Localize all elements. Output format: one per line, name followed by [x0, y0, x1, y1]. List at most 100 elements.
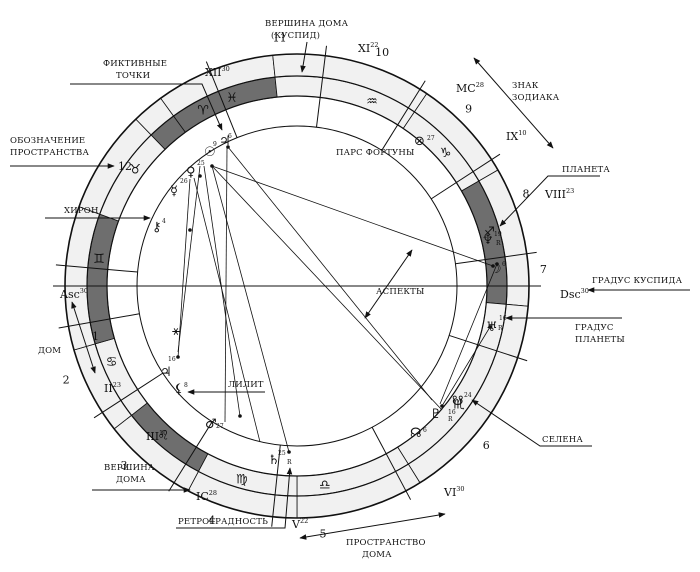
part-of-fortune-label: ПАРС ФОРТУНЫ	[336, 148, 415, 158]
cusp-line	[381, 80, 426, 151]
planet-degree: 6	[423, 427, 427, 434]
planet-degree: 6	[228, 133, 232, 140]
pluto-icon: ♇	[430, 407, 442, 422]
cusp-line	[430, 153, 501, 200]
sun-icon: ☉	[204, 145, 216, 160]
mercury-icon: ☿	[170, 184, 178, 199]
pisces-icon: ♓	[226, 91, 238, 106]
arrow	[176, 467, 293, 529]
cusp-label: VI30	[443, 485, 465, 499]
selena-label: СЕЛЕНА	[542, 435, 583, 445]
aspect-line	[224, 147, 228, 423]
cusp-top-label: ВЕРШИНА ДОМА	[265, 19, 349, 29]
zodiac-span-arrow	[473, 57, 554, 149]
planet-glyphs: ☉ 9 ♃ 6 ♀ 25 ☿ 26 ⚷ 4 ♂ 27 ♄ 25 R ♇ 16 R…	[152, 133, 507, 468]
house-space-label-2: ДОМА	[362, 550, 392, 560]
cusp-degree-label: ГРАДУС КУСПИДА	[592, 276, 683, 286]
aspect-line	[211, 165, 290, 453]
cusp-line	[371, 427, 412, 500]
planet-degree: 24	[464, 392, 472, 399]
planet-degree: 16	[448, 409, 456, 416]
aries-icon: ♈	[197, 103, 209, 118]
selena-icon: ☊	[410, 426, 422, 441]
aspect-line	[441, 326, 491, 407]
house-space-arrow	[299, 512, 446, 540]
retrograde-mark: R	[448, 416, 453, 423]
cusp-line	[168, 421, 213, 492]
cusp-label: Dsc30	[560, 287, 589, 301]
planet-degree: 16	[168, 356, 176, 363]
arrow	[471, 399, 592, 447]
planet-degree: 9	[213, 141, 217, 148]
house-number: 4	[208, 514, 215, 527]
cusp-lines	[53, 45, 541, 527]
gemini-icon: ♊	[93, 252, 105, 267]
house-number: 11	[273, 32, 287, 45]
house-cusp-bottom-label-2: ДОМА	[116, 475, 146, 485]
aspect-line	[177, 178, 191, 359]
libra-icon: ♎	[319, 478, 331, 493]
chiron-label: ХИРОН	[64, 206, 99, 216]
cusp-label: MC28	[456, 81, 484, 95]
scorpio-icon: ♏	[453, 398, 465, 413]
cusp-line	[449, 334, 528, 362]
planet-label: ПЛАНЕТА	[562, 165, 610, 175]
house-number: 9	[465, 102, 472, 115]
space-label: ОБОЗНАЧЕНИЕ	[10, 136, 85, 146]
sagittarius-icon: ♐	[483, 225, 495, 240]
retrograde-mark: R	[496, 240, 501, 247]
planet-degree: 27	[216, 423, 224, 430]
taurus-icon: ♉	[129, 162, 141, 177]
aspect-line	[211, 165, 494, 267]
cusp-line	[455, 251, 537, 265]
space-label-2: ПРОСТРАНСТВА	[10, 148, 89, 158]
fictive-point-icon: ⚹	[172, 324, 180, 339]
planet-degree: 8	[184, 382, 188, 389]
cusp-line	[316, 45, 327, 128]
callouts: ВЕРШИНА ДОМА (КУСПИД) ФИКТИВНЫЕ ТОЧКИ ОБ…	[10, 19, 690, 560]
aquarius-icon: ♒	[366, 95, 378, 110]
planet-degree-label-2: ПЛАНЕТЫ	[575, 335, 625, 345]
cusp-label: V22	[291, 517, 308, 531]
retrograde-label: РЕТРОГРАДНОСТЬ	[178, 517, 268, 527]
leo-icon: ♌	[157, 429, 169, 444]
house-number: 3	[121, 459, 128, 472]
mars-icon: ♂	[205, 417, 217, 432]
retrograde-mark: R	[287, 459, 292, 466]
planet-degree: 6	[502, 261, 506, 268]
aspect-lines	[177, 146, 498, 453]
arrow	[499, 175, 600, 227]
aspect-line	[177, 165, 201, 353]
aspects-arrow	[364, 249, 413, 319]
planet-degree: 26	[180, 178, 188, 185]
planet-degree: 4	[162, 218, 166, 225]
virgo-icon: ♍	[236, 472, 248, 487]
neptune-icon: ♆	[482, 233, 494, 248]
saturn-icon: ♄	[268, 453, 280, 468]
house-number: 10	[375, 46, 389, 59]
cusp-line	[205, 61, 238, 138]
lilith-label: ЛИЛИТ	[228, 380, 264, 390]
uranus-icon: ♅	[486, 320, 498, 335]
planet-degree: 19	[494, 231, 502, 238]
arrow	[300, 41, 308, 73]
planet-dots	[176, 145, 499, 454]
house-number: 2	[63, 373, 70, 386]
house-number: 6	[483, 439, 490, 452]
planet-degree: 27	[427, 135, 435, 142]
house-span-arrow	[71, 301, 96, 374]
house-space-label: ПРОСТРАНСТВО	[346, 538, 426, 548]
planet-degree: 16	[499, 315, 507, 322]
planet-degree: 25	[197, 160, 205, 167]
aspect-line	[227, 146, 433, 401]
zodiac-sign-label: ЗНАК	[512, 81, 539, 91]
aspect-line	[211, 165, 443, 411]
retrograde-mark: R	[498, 325, 503, 332]
house-cusp-bottom-label: ВЕРШИНА	[104, 463, 155, 473]
aspect-line	[193, 177, 261, 443]
cusp-label: IX10	[506, 129, 526, 143]
house-number: 1	[92, 330, 99, 343]
cusp-top-label-2: (КУСПИД)	[271, 30, 320, 41]
planet-degree-label: ГРАДУС	[575, 323, 614, 333]
